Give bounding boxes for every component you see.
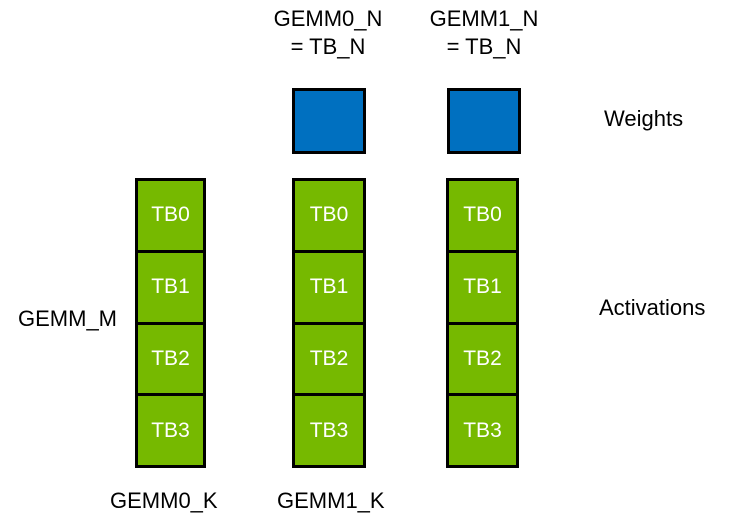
tb-cell: TB1 [295, 249, 363, 322]
tb-cell: TB3 [295, 393, 363, 465]
weights-label: Weights [604, 106, 684, 131]
tb-cell: TB2 [449, 321, 516, 394]
activations-column-2: TB0 TB1 TB2 TB3 [446, 178, 519, 468]
tb-cell: TB3 [449, 393, 516, 465]
tb-cell: TB0 [309, 203, 349, 227]
gemm0-k-label: GEMM0_K [110, 488, 218, 513]
tb-cell: TB0 [151, 203, 190, 227]
activations-label: Activations [599, 295, 706, 320]
tb-cell: TB0 [463, 203, 502, 227]
gemm1-n-label-line1: GEMM1_N [429, 6, 539, 31]
tb-cell: TB2 [138, 321, 203, 394]
gemm0-n-label: GEMM0_N = TB_N [248, 5, 408, 61]
activations-column-0: TB0 TB1 TB2 TB3 [135, 178, 206, 468]
gemm0-n-label-line1: GEMM0_N [273, 6, 383, 31]
gemm1-k-label: GEMM1_K [277, 488, 385, 513]
gemm-m-label: GEMM_M [18, 306, 117, 331]
gemm1-n-label-line2: = TB_N [446, 34, 522, 59]
tb-cell: TB1 [138, 249, 203, 322]
gemm0-n-label-line2: = TB_N [290, 34, 366, 59]
activations-column-1: TB0 TB1 TB2 TB3 [292, 178, 366, 468]
tb-cell: TB3 [138, 393, 203, 465]
weights-block-gemm0 [292, 88, 366, 154]
weights-block-gemm1 [447, 88, 521, 154]
gemm1-n-label: GEMM1_N = TB_N [404, 5, 564, 61]
tb-cell: TB1 [449, 249, 516, 322]
tb-cell: TB2 [295, 321, 363, 394]
